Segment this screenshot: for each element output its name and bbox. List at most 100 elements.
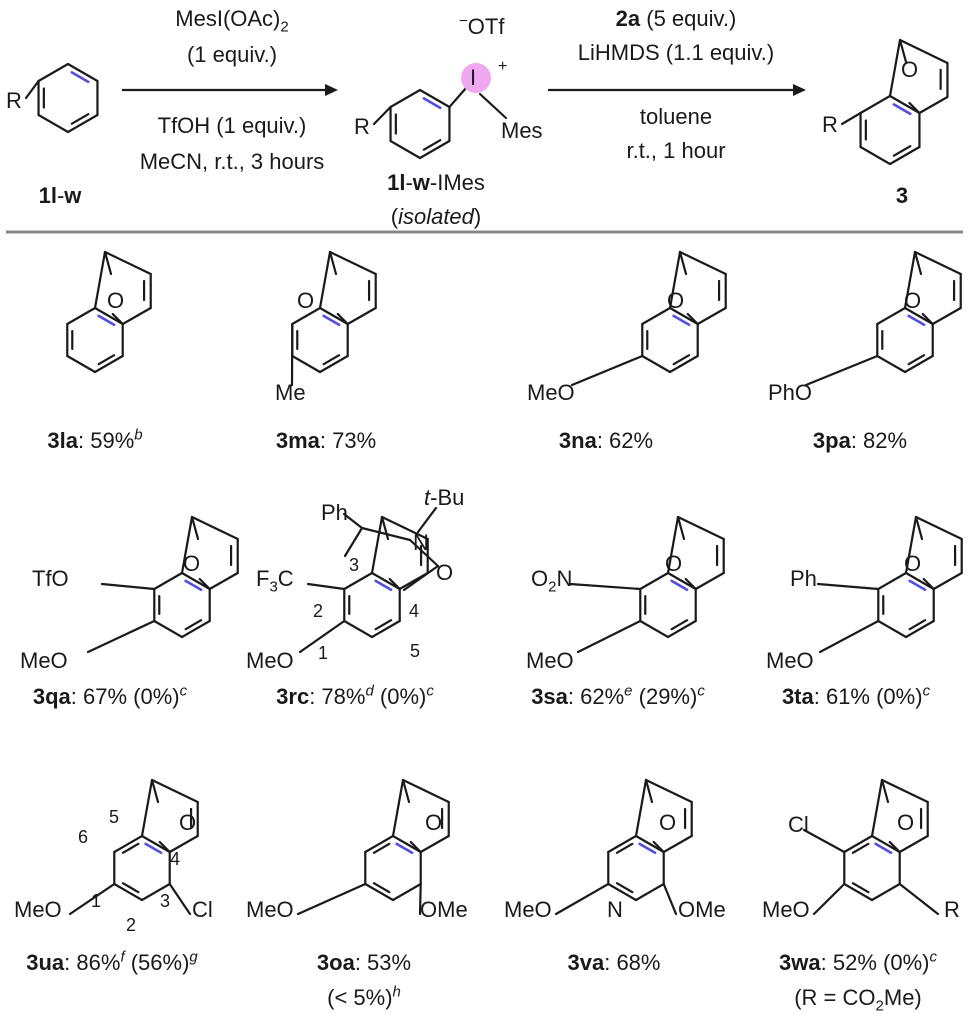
o-bridge-bond (652, 840, 665, 854)
step1-conditions: MeCN, r.t., 3 hours (139, 149, 325, 174)
bond (318, 250, 332, 310)
aryne-bond (144, 842, 163, 855)
double-bond (97, 354, 116, 366)
o-bridge-bond (644, 778, 654, 804)
bond (634, 778, 648, 838)
triflyloxy-3qa: TfO (32, 566, 69, 591)
caption-3wa: 3wa: 52% (0%)c (779, 948, 937, 975)
caption-3ta: 3ta: 61% (0%)c (781, 682, 931, 709)
o-bridge-bond (388, 577, 401, 591)
ring-bond (389, 139, 422, 160)
arrow-step2 (548, 84, 806, 96)
bond (696, 306, 727, 326)
aryne-bond (907, 314, 926, 327)
bridge-o-3na-b: O (667, 288, 685, 313)
ring-bond (66, 62, 99, 83)
substituent-bond (24, 79, 40, 100)
bond (903, 250, 917, 310)
substituent-bond (840, 111, 862, 126)
chloro-3wa: Cl (788, 812, 809, 837)
ring-bond (877, 619, 908, 639)
step2-conditions: r.t., 1 hour (626, 138, 726, 163)
ring-bond (370, 571, 401, 591)
bridge-o-3ua: O (179, 810, 197, 835)
footnote-3wa: (R = CO2Me) (794, 985, 922, 1015)
methoxy-3na: MeO (527, 380, 575, 405)
double-bond (670, 619, 689, 631)
caption-3ua: 3ua: 86%f (56%)g (26, 948, 198, 975)
bridge-o-3oa: O (425, 810, 443, 835)
methoxy2-3oa: OMe (420, 897, 468, 922)
substituent-bond (570, 354, 644, 387)
caption-3la: 3la: 59%b (47, 426, 143, 453)
caption-3rc: 3rc: 78%d (0%)c (276, 682, 434, 709)
substituent-bond (298, 619, 346, 654)
iodine-atom: I (470, 65, 477, 90)
step1-reagent-equiv: (1 equiv.) (186, 42, 278, 67)
ring-bond (418, 139, 451, 160)
o-bridge-bond (898, 38, 908, 64)
substituent-bond (812, 882, 846, 916)
substituent-bond (68, 882, 116, 916)
bond (870, 778, 884, 838)
ring-bond (140, 834, 171, 854)
substituent-bond (804, 354, 879, 387)
ring-bond (666, 619, 697, 639)
substituent-bond (306, 582, 346, 591)
nitrogen-3rc: N (413, 530, 429, 555)
ring-bond (876, 306, 907, 326)
pyridine-n-3va: N (607, 897, 623, 922)
tbu-3rc: t-Bu (424, 485, 465, 510)
bond (140, 778, 154, 838)
o-bridge-bond (888, 840, 901, 854)
double-bond (70, 113, 90, 125)
ring-bond (668, 306, 699, 326)
substituent-bond (86, 619, 156, 654)
ring-bond (904, 619, 935, 639)
ring-bond (153, 619, 184, 639)
num-5-3ua: 5 (109, 807, 120, 827)
bond (208, 571, 239, 591)
double-bond (184, 619, 203, 631)
counterion: −OTf (459, 12, 505, 39)
bond (898, 38, 949, 65)
bond (644, 778, 693, 804)
bridge-o-3ta: O (904, 551, 922, 576)
isoxazolidine-bond (402, 564, 440, 592)
ester-r-3wa: R (944, 897, 960, 922)
bond (401, 778, 450, 804)
double-bond (892, 145, 912, 157)
bond (328, 250, 377, 276)
bond (678, 250, 727, 276)
methoxy-3oa: MeO (246, 897, 294, 922)
product-label: 3 (895, 183, 909, 208)
ring-bond (876, 354, 907, 374)
bond (932, 571, 963, 591)
start-label: 1l-w (38, 183, 82, 208)
ring-bond (877, 571, 908, 591)
o-bridge-bond (336, 312, 349, 326)
double-bond (422, 139, 442, 151)
ring-bond (843, 882, 874, 902)
substituent-bond (576, 619, 642, 654)
ring-bond (418, 88, 451, 109)
num-4-3ua: 4 (170, 849, 181, 869)
methoxy-3qa: MeO (20, 648, 68, 673)
o-bridge-bond (103, 250, 113, 276)
ring-bond (343, 619, 374, 639)
ring-bond (291, 354, 322, 374)
bond (419, 834, 450, 854)
ring-bond (140, 882, 171, 902)
substituent-bond (168, 882, 192, 916)
double-bond (615, 842, 634, 854)
ring-bond (870, 834, 901, 854)
substituent-bond (554, 882, 610, 916)
bridge-o-3qa: O (183, 551, 201, 576)
phenoxy-3pa: PhO (768, 380, 813, 405)
bond (93, 250, 107, 310)
aryne-bond (70, 71, 90, 84)
methoxy-3ta: MeO (766, 648, 814, 673)
ring-bond (607, 882, 638, 902)
aryne-bond (638, 842, 657, 855)
o-bridge-bond (111, 312, 124, 326)
